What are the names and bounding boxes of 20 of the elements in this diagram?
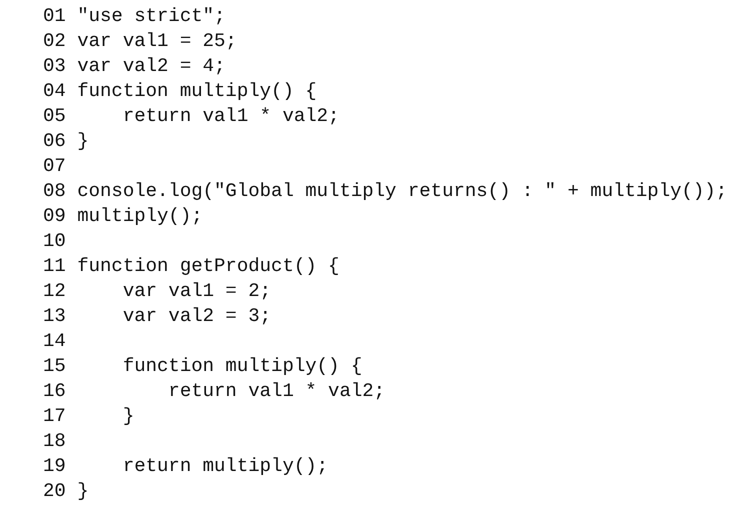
code-line: 12 var val1 = 2; [43, 279, 272, 304]
code-line: 07 [43, 154, 66, 179]
code-line: 03 var val2 = 4; [43, 54, 226, 79]
code-line: 16 return val1 * val2; [43, 379, 386, 404]
code-line: 18 [43, 429, 66, 454]
code-line: 09 multiply(); [43, 204, 203, 229]
code-line: 19 return multiply(); [43, 454, 328, 479]
code-line: 13 var val2 = 3; [43, 304, 272, 329]
code-line: 17 } [43, 404, 134, 429]
code-line: 06 } [43, 129, 89, 154]
code-line: 01 "use strict"; [43, 4, 226, 29]
code-line: 10 [43, 229, 66, 254]
code-line: 08 console.log("Global multiply returns() : " + multiply()); [43, 179, 728, 204]
code-line: 02 var val1 = 25; [43, 29, 237, 54]
code-line: 14 [43, 329, 66, 354]
code-line: 05 return val1 * val2; [43, 104, 340, 129]
code-line: 11 function getProduct() { [43, 254, 340, 279]
code-line: 04 function multiply() { [43, 79, 317, 104]
code-line: 15 function multiply() { [43, 354, 362, 379]
code-line: 20 } [43, 479, 89, 504]
